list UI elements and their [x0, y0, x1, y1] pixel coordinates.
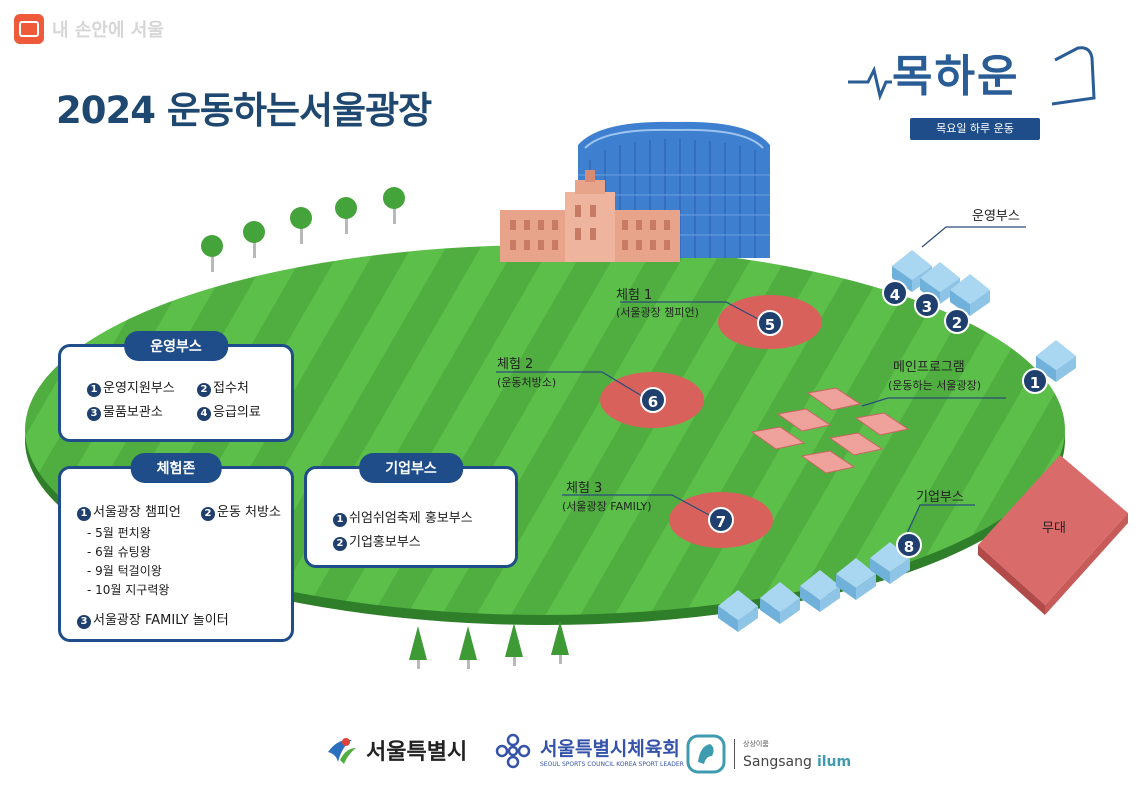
- booth-marker-3: 3: [914, 292, 940, 318]
- zone-1-subtitle: (서울광장 챔피언): [616, 306, 699, 319]
- round-trees: [201, 187, 405, 272]
- experience-subitem: - 9월 턱걸이왕: [87, 564, 162, 578]
- city-hall-building: [500, 170, 680, 262]
- operation-panel-header: 운영부스: [124, 331, 228, 361]
- zone-3-marker: 7: [708, 507, 734, 533]
- zone-2-title: 체험 2: [497, 357, 534, 372]
- stage-block: [978, 455, 1128, 615]
- zone-2-marker: 6: [640, 387, 666, 413]
- seoul-city-logo: 서울특별시: [324, 734, 467, 766]
- heartbeat-line-icon: [848, 46, 1096, 106]
- experience-panel-header: 체험존: [130, 453, 222, 483]
- watermark: 내 손안에 서울: [14, 14, 164, 44]
- operation-booth-label: 운영부스: [972, 209, 1020, 224]
- main-program-label: 메인프로그램: [893, 360, 965, 375]
- zone-3-subtitle: (서울광장 FAMILY): [562, 500, 652, 513]
- zone-1-title: 체험 1: [616, 288, 653, 303]
- experience-subitem: - 10월 지구력왕: [87, 583, 170, 597]
- main-program-mats: [750, 387, 910, 474]
- sangsang-ilum-logo: 상상이룸 Sangsang ilum: [686, 734, 851, 774]
- brand-title: 목하운: [892, 51, 1020, 102]
- sports-council-name: 서울특별시체육회: [540, 738, 680, 760]
- experience-subitem: - 6월 슈팅왕: [87, 545, 151, 559]
- zone-3-title: 체험 3: [566, 481, 603, 496]
- booth-marker-2: 2: [944, 308, 970, 334]
- watermark-text: 내 손안에 서울: [52, 20, 164, 41]
- sangsang-emblem-icon: [686, 734, 726, 774]
- brand-subtitle: 목요일 하루 운동: [910, 118, 1040, 140]
- sangsang-text: Sangsang: [743, 753, 812, 770]
- booth-marker-4: 4: [882, 280, 908, 306]
- sports-council-subtext: SEOUL SPORTS COUNCIL KOREA SPORT LEADER: [540, 761, 684, 768]
- booth-marker-1: 1: [1022, 368, 1048, 394]
- stage-label: 무대: [1042, 521, 1066, 536]
- page-title: 2024 운동하는서울광장: [56, 89, 432, 132]
- company-booth-label: 기업부스: [916, 490, 964, 505]
- sports-council-logo: 서울특별시체육회 SEOUL SPORTS COUNCIL KOREA SPOR…: [494, 732, 684, 770]
- main-program-sublabel: (운동하는 서울광장): [888, 379, 982, 392]
- pine-trees: [409, 621, 569, 669]
- phone-app-icon: [14, 14, 44, 44]
- ilum-text: ilum: [816, 753, 852, 770]
- booth-tents: [718, 250, 1076, 632]
- seoul-city-emblem-icon: [328, 738, 356, 764]
- zone-1-marker: 5: [757, 310, 783, 336]
- zone-2-subtitle: (운동처방소): [497, 376, 557, 389]
- leader-lines: [496, 226, 1026, 539]
- sports-council-emblem-icon: [495, 733, 531, 769]
- company-panel-header: 기업부스: [359, 453, 463, 483]
- experience-subitem: - 5월 펀치왕: [87, 526, 151, 540]
- booth-marker-8: 8: [896, 532, 922, 558]
- seoul-city-name: 서울특별시: [366, 740, 468, 765]
- sangsang-small-text: 상상이룸: [743, 739, 769, 748]
